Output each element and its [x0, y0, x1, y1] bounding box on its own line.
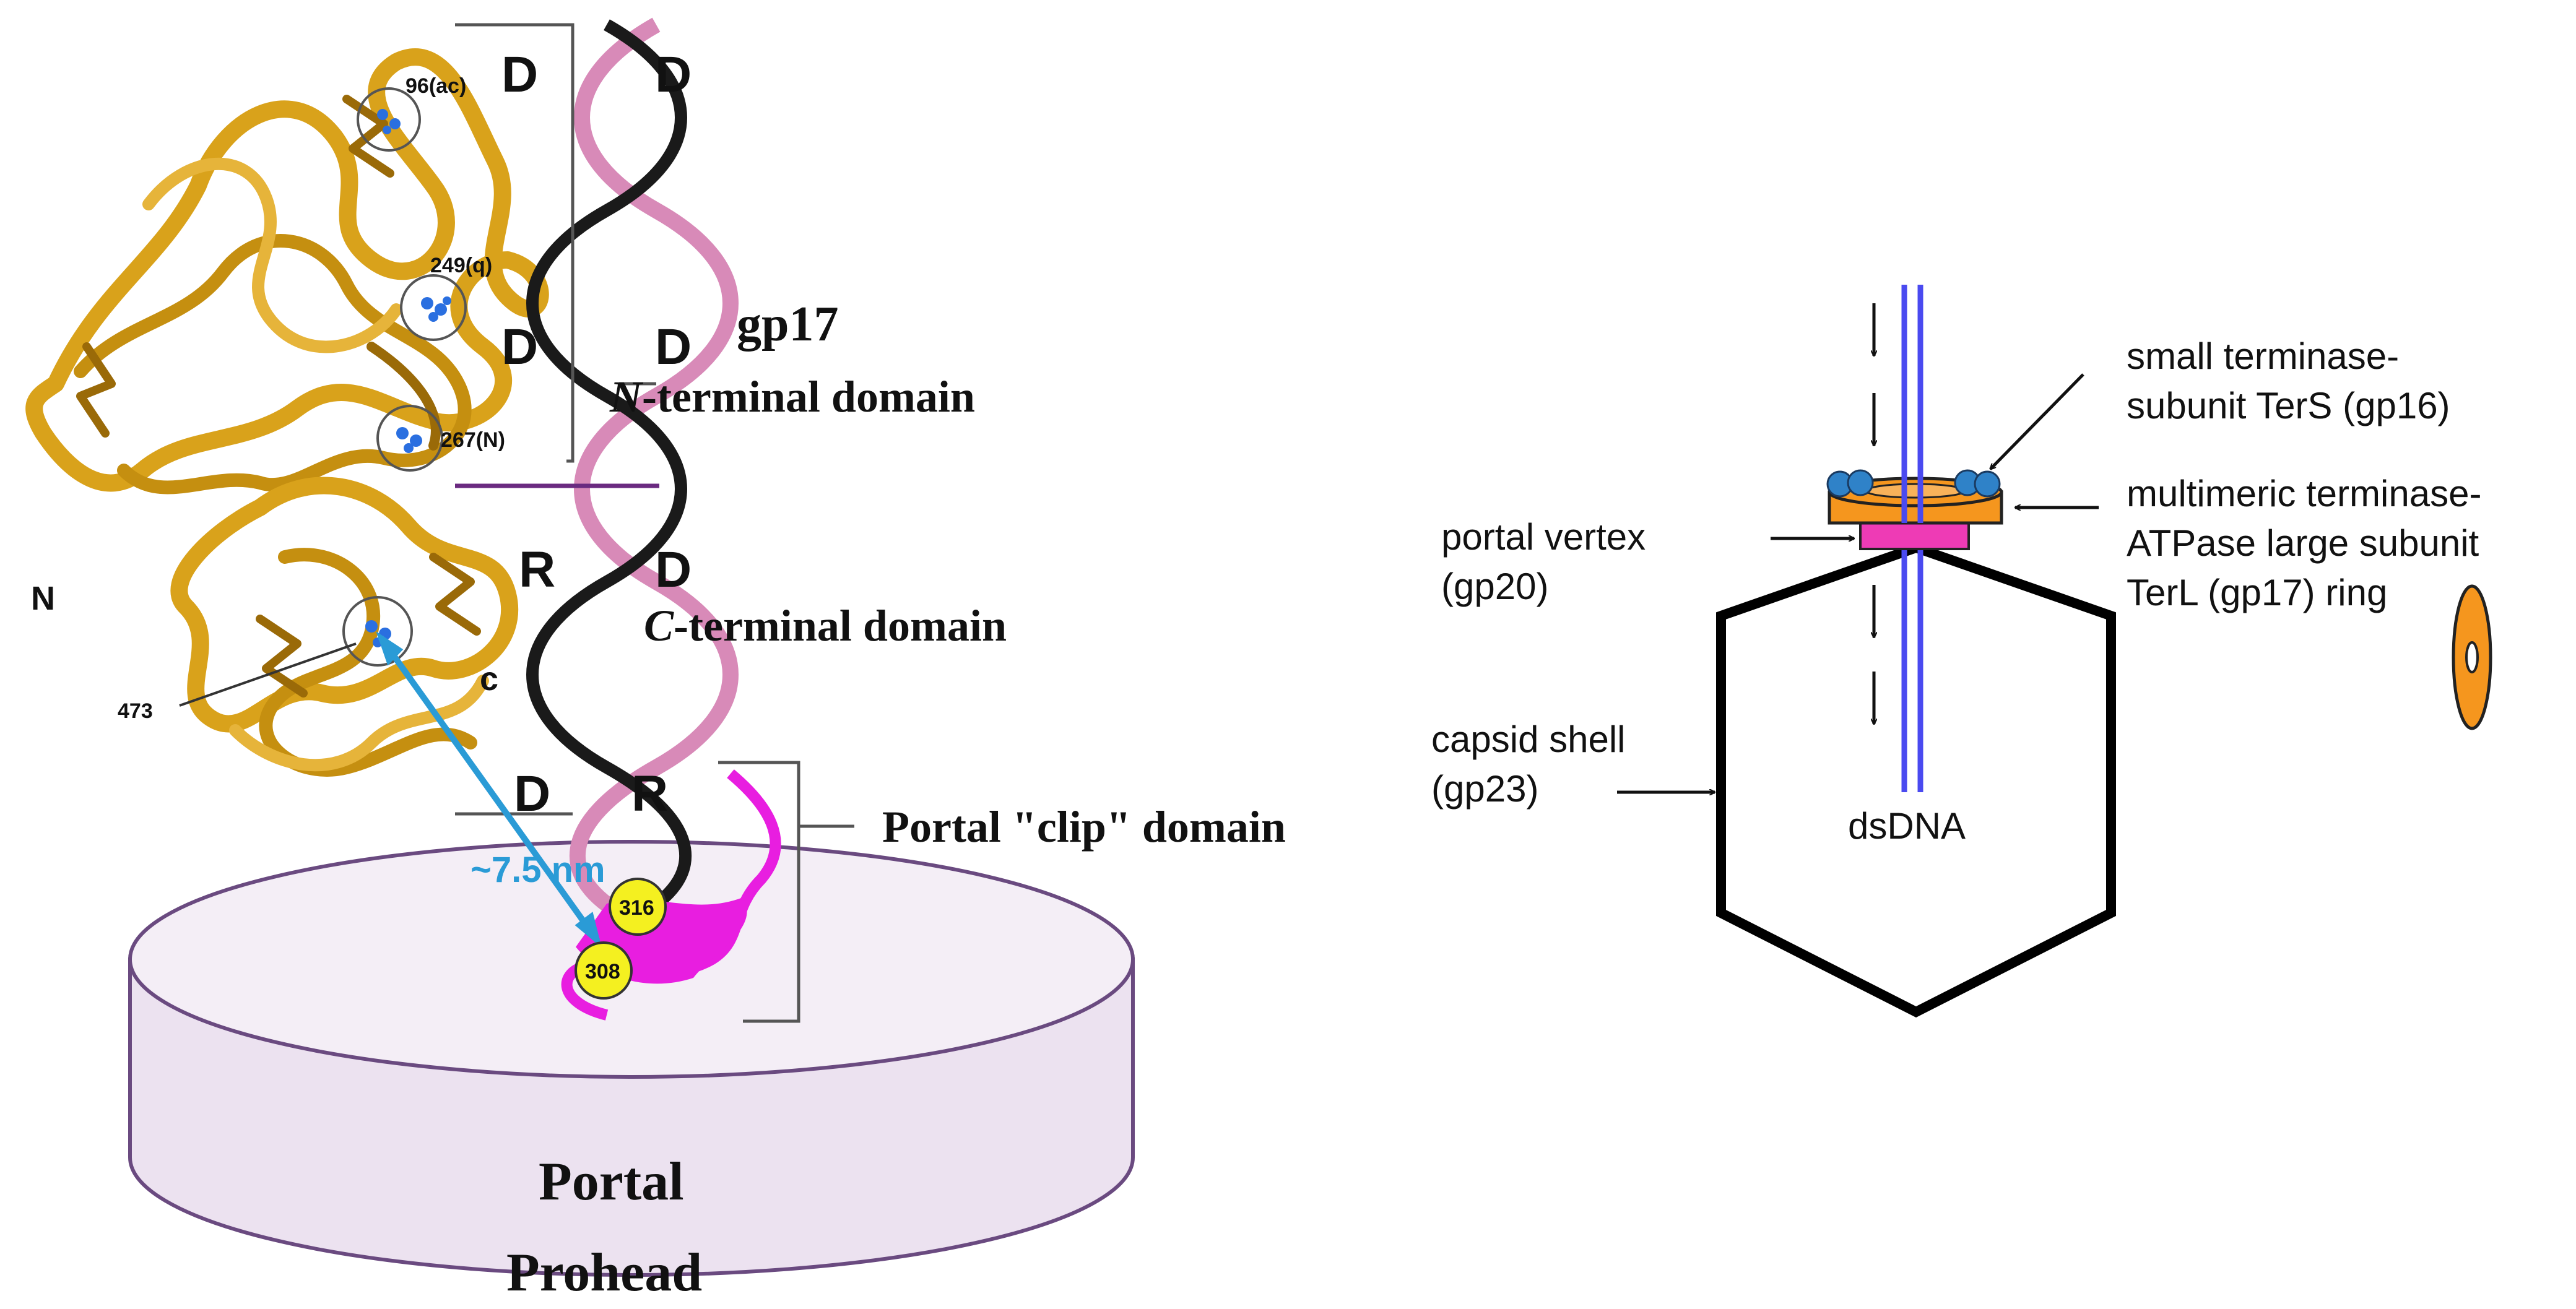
capsid-shell-line: (gp23) [1431, 768, 1538, 810]
residue-label-96: 96(ac) [405, 74, 466, 98]
residue-ball-label-316: 316 [619, 896, 654, 920]
distance-arrow [376, 631, 602, 948]
small-terminase-line: small terminase- [2127, 335, 2399, 377]
residue-ball-308 [575, 941, 633, 1000]
left-panel: D D D D R D D R gp17 N-terminal domain C… [25, 17, 1286, 1303]
n-domain-bracket [455, 23, 656, 463]
small-terminase-label: small terminase- subunit TerS (gp16) [2127, 335, 2450, 426]
n-terminal-prefix: N [609, 372, 644, 421]
c-terminal-suffix: -terminal domain [674, 601, 1007, 650]
strand-letter: D [514, 766, 550, 822]
portal-vertex-label: portal vertex (gp20) [1441, 516, 1656, 607]
portal-vertex-shape [1859, 520, 1970, 550]
ters-subunits [1826, 469, 2001, 498]
strand-letter: R [631, 766, 668, 822]
dna-double-helix [526, 17, 739, 923]
large-terminase-line: TerL (gp17) ring [2127, 572, 2387, 613]
residue-site-267 [376, 405, 443, 472]
strand-letters: D D D D R D D R [501, 46, 692, 822]
large-terminase-line: multimeric terminase- [2127, 473, 2481, 514]
prohead-label: Prohead [506, 1243, 702, 1303]
strand-letter: R [519, 542, 555, 598]
large-terminase-label: multimeric terminase- ATPase large subun… [2127, 473, 2492, 613]
gp17-label: gp17 [737, 297, 839, 352]
residue-label-473: 473 [118, 699, 153, 723]
ters-pointer-arrow [1990, 373, 2084, 469]
portal-vertex-line: portal vertex [1441, 516, 1646, 558]
residue-site-249 [400, 274, 467, 341]
residue-site-96 [357, 87, 421, 152]
portal-cylinder [128, 840, 1135, 1277]
terl-ring-icon [2452, 584, 2492, 730]
strand-letter: D [655, 319, 692, 375]
n-terminal-suffix: -terminal domain [642, 372, 975, 421]
capsid-shell-label: capsid shell (gp23) [1431, 719, 1636, 810]
c-terminal-prefix: C [644, 601, 674, 650]
portal-label: Portal [539, 1152, 684, 1212]
right-panel: small terminase- subunit TerS (gp16) mul… [1431, 285, 2492, 1017]
c-terminal-domain-label: C-terminal domain [644, 601, 1007, 650]
dsdna-label: dsDNA [1848, 805, 1966, 847]
residue-label-249: 249(q) [430, 254, 492, 277]
residue-ball-316 [609, 878, 667, 936]
residue-473-pointer [179, 642, 357, 707]
residue-ball-label-308: 308 [585, 960, 620, 983]
strand-letter: D [501, 319, 538, 375]
terminus-n-label: N [31, 580, 55, 617]
n-terminal-domain-label: N-terminal domain [609, 372, 975, 421]
large-terminase-line: ATPase large subunit [2127, 522, 2479, 564]
strand-letter: D [655, 542, 692, 598]
gp17-protein-structure [25, 48, 549, 777]
small-terminase-line: subunit TerS (gp16) [2127, 385, 2450, 426]
strand-letter: D [655, 46, 692, 103]
strand-letter: D [501, 46, 538, 103]
portal-clip-domain-label: Portal "clip" domain [882, 802, 1286, 852]
terminus-c-label: c [480, 660, 498, 698]
capsid-shell-line: capsid shell [1431, 719, 1626, 760]
capsid-shell-shape [1716, 542, 2116, 1017]
residue-label-267: 267(N) [441, 428, 505, 452]
clip-domain-bracket [718, 761, 854, 1023]
portal-vertex-line: (gp20) [1441, 566, 1548, 607]
distance-label: ~7.5 nm [471, 850, 605, 890]
